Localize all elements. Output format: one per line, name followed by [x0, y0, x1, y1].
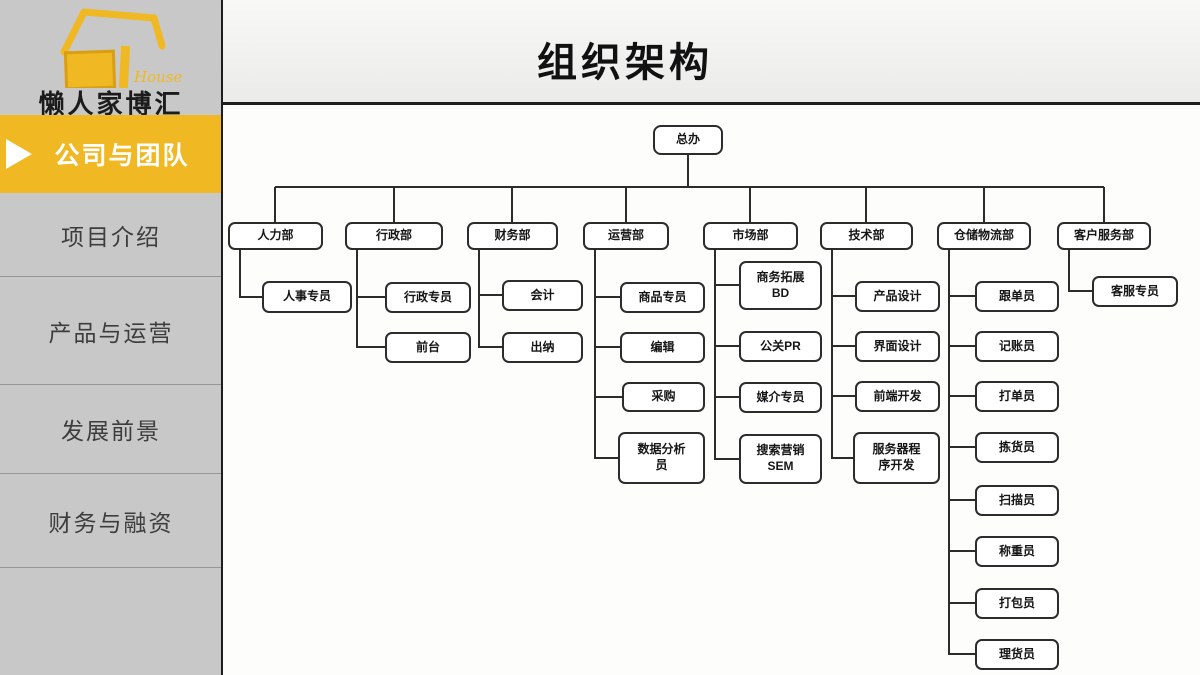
org-role-box: 跟单员 — [975, 281, 1059, 312]
org-role-box: 商品专员 — [620, 282, 705, 313]
sidebar-item-project-intro[interactable]: 项目介绍 — [0, 193, 222, 277]
org-role-box: 人事专员 — [262, 281, 352, 313]
sidebar-item-company-team[interactable]: 公司与团队 — [0, 115, 222, 193]
sidebar-item-future-outlook[interactable]: 发展前景 — [0, 385, 222, 474]
page-title: 组织架构 — [537, 41, 713, 85]
sidebar-active-label: 公司与团队 — [54, 142, 190, 170]
org-role-box: 打包员 — [975, 588, 1059, 619]
org-role-box: 理货员 — [975, 639, 1059, 670]
org-dept-box: 客户服务部 — [1057, 222, 1151, 250]
org-role-box: 数据分析 员 — [618, 432, 705, 484]
org-role-box: 客服专员 — [1092, 276, 1178, 307]
org-role-box: 打单员 — [975, 381, 1059, 412]
org-role-box: 行政专员 — [385, 282, 471, 313]
org-role-box: 编辑 — [620, 332, 705, 363]
org-role-box: 前端开发 — [855, 381, 940, 412]
org-role-box: 记账员 — [975, 331, 1059, 362]
brand-logo: House 懒人家博汇 — [0, 0, 222, 120]
sidebar-item-product-ops[interactable]: 产品与运营 — [0, 277, 222, 385]
org-role-box: 公关PR — [739, 331, 822, 362]
org-dept-box: 人力部 — [228, 222, 323, 250]
house-logo-icon: House — [60, 8, 182, 88]
org-role-box: 拣货员 — [975, 432, 1059, 463]
org-role-box: 采购 — [622, 382, 705, 412]
org-root-box: 总办 — [653, 125, 723, 155]
brand-tagline: House — [133, 68, 182, 86]
org-role-box: 搜索营销 SEM — [739, 434, 822, 484]
org-role-box: 称重员 — [975, 536, 1059, 567]
sidebar-item-finance-funding[interactable]: 财务与融资 — [0, 474, 222, 568]
org-role-box: 媒介专员 — [739, 382, 822, 413]
sidebar: House 懒人家博汇 公司与团队 项目介绍 产品与运营 发展前景 财务与融资 — [0, 0, 222, 675]
org-dept-box: 行政部 — [345, 222, 443, 250]
org-role-box: 扫描员 — [975, 485, 1059, 516]
sidebar-divider — [221, 0, 223, 675]
org-role-box: 前台 — [385, 332, 471, 363]
org-role-box: 商务拓展 BD — [739, 261, 822, 310]
org-dept-box: 技术部 — [820, 222, 913, 250]
org-dept-box: 运营部 — [583, 222, 669, 250]
org-role-box: 会计 — [502, 280, 583, 311]
org-role-box: 产品设计 — [855, 281, 940, 312]
org-dept-box: 财务部 — [467, 222, 558, 250]
org-role-box: 界面设计 — [855, 331, 940, 362]
slide-header: 组织架构 — [222, 0, 1200, 105]
org-role-box: 出纳 — [502, 332, 583, 363]
org-role-box: 服务器程 序开发 — [853, 432, 940, 484]
org-dept-box: 仓储物流部 — [937, 222, 1031, 250]
active-arrow-icon — [6, 139, 32, 169]
org-dept-box: 市场部 — [703, 222, 798, 250]
